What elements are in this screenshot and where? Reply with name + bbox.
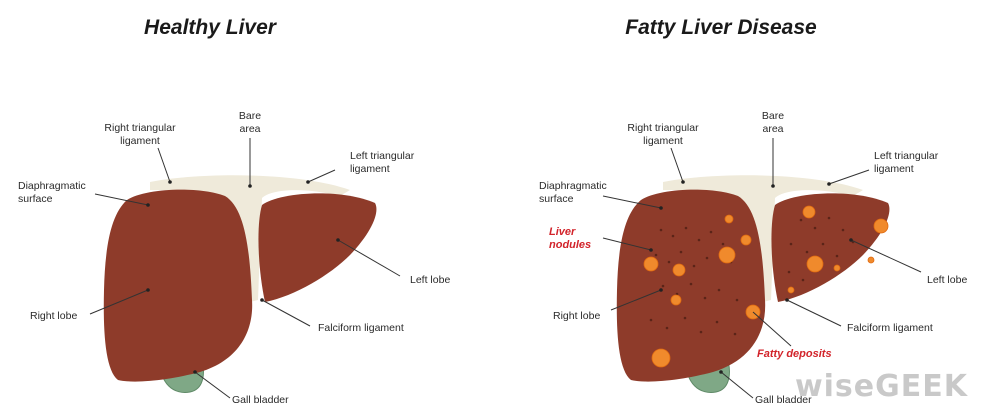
healthy-liver-illustration bbox=[0, 0, 491, 412]
right-lobe-shape bbox=[617, 190, 765, 382]
label-right-lobe: Right lobe bbox=[30, 310, 77, 323]
fatty-liver-illustration bbox=[491, 0, 982, 412]
right-lobe-shape bbox=[104, 190, 252, 382]
label-gall-bladder: Gall bladder bbox=[232, 394, 289, 407]
label-left-lobe: Left lobe bbox=[927, 274, 967, 287]
label-falciform-ligament: Falciform ligament bbox=[847, 322, 933, 335]
wisegeek-watermark: wiseGEEK bbox=[795, 369, 968, 404]
label-fatty-deposits: Fatty deposits bbox=[757, 348, 832, 361]
left-lobe-shape bbox=[771, 193, 889, 302]
label-right-lobe: Right lobe bbox=[553, 310, 600, 323]
label-left-lobe: Left lobe bbox=[410, 274, 450, 287]
fatty-liver-panel: Fatty Liver Disease bbox=[491, 0, 982, 412]
left-lobe-shape bbox=[258, 193, 376, 302]
label-falciform-ligament: Falciform ligament bbox=[318, 322, 404, 335]
